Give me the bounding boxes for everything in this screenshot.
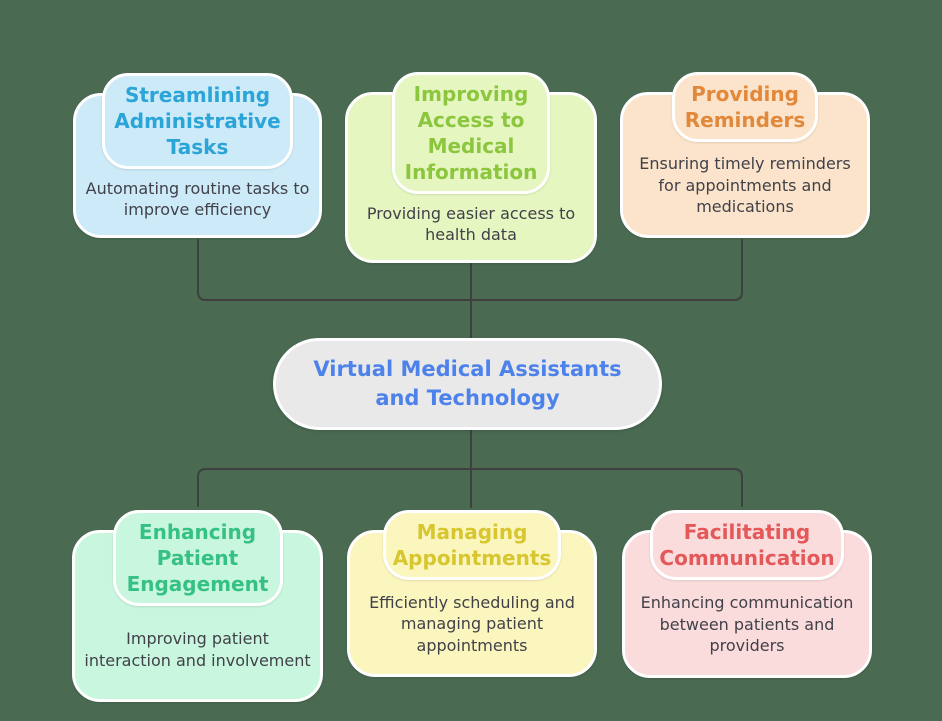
node-title-badge: Improving Access to Medical Information — [392, 72, 550, 194]
node-title: Improving Access to Medical Information — [404, 82, 538, 184]
center-title: Virtual Medical Assistants and Technolog… — [313, 356, 622, 410]
node-title: Streamlining Administrative Tasks — [114, 83, 281, 159]
node-description: Automating routine tasks to improve effi… — [85, 178, 310, 219]
node-providing-reminders: Providing Reminders Ensuring timely remi… — [620, 72, 870, 238]
node-description: Efficiently scheduling and managing pati… — [369, 592, 575, 655]
node-title: Managing Appointments — [392, 520, 552, 570]
node-title-badge: Providing Reminders — [672, 72, 818, 142]
node-description: Enhancing communication between patients… — [640, 593, 854, 656]
node-title: Facilitating Communication — [659, 520, 835, 570]
node-description: Improving patient interaction and involv… — [84, 629, 311, 670]
node-title: Enhancing Patient Engagement — [126, 520, 269, 596]
node-title-badge: Managing Appointments — [383, 510, 561, 580]
node-title: Providing Reminders — [684, 82, 806, 132]
node-enhancing-patient-engagement: Enhancing Patient Engagement Improving p… — [72, 510, 323, 702]
node-title-badge: Streamlining Administrative Tasks — [102, 73, 293, 169]
node-title-badge: Facilitating Communication — [650, 510, 844, 580]
node-managing-appointments: Managing Appointments Efficiently schedu… — [347, 510, 597, 677]
node-virtual-medical-assistants-and-technology: Virtual Medical Assistants and Technolog… — [273, 338, 662, 430]
node-description: Providing easier access to health data — [366, 203, 576, 244]
node-title-badge: Enhancing Patient Engagement — [112, 510, 283, 606]
connector-bottom-bus — [197, 468, 743, 507]
node-streamlining-administrative-tasks: Streamlining Administrative Tasks Automa… — [73, 73, 322, 238]
node-description: Ensuring timely reminders for appointmen… — [639, 154, 851, 217]
node-improving-access-to-medical-information: Improving Access to Medical Information … — [345, 72, 597, 263]
node-facilitating-communication: Facilitating Communication Enhancing com… — [622, 510, 872, 678]
